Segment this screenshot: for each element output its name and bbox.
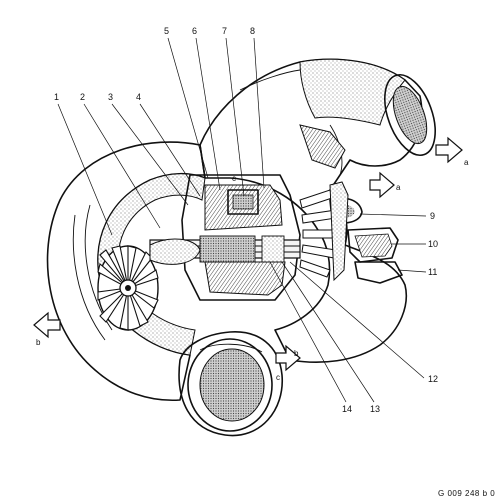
callout-4: 4 <box>136 92 141 102</box>
flow-label-a-top-right: a <box>464 158 469 167</box>
flow-letters: a a b b c c <box>36 158 469 382</box>
inner-label-c-upper: c <box>232 174 236 183</box>
compressor-outlet <box>178 331 283 437</box>
flow-arrow-a-top-right <box>435 136 463 164</box>
flow-label-a-mid: a <box>396 183 401 192</box>
callout-6: 6 <box>192 26 197 36</box>
callout-5: 5 <box>164 26 169 36</box>
flow-label-b-left: b <box>36 338 41 347</box>
callout-13: 13 <box>370 404 380 414</box>
leader-lines <box>57 37 427 403</box>
callout-7: 7 <box>222 26 227 36</box>
exhaust-outlet-flange <box>384 74 436 156</box>
callout-9: 9 <box>430 211 435 221</box>
compressor-wheel <box>97 238 201 331</box>
drawing-reference-code: G 009 248 b 0 <box>438 489 495 498</box>
inner-label-c-lower: c <box>276 373 280 382</box>
flow-arrow-b-lower <box>275 344 301 372</box>
callout-14: 14 <box>342 404 352 414</box>
callout-11: 11 <box>428 267 437 277</box>
turbine-wheel <box>299 181 349 282</box>
callout-8: 8 <box>250 26 255 36</box>
callout-12: 12 <box>428 374 438 384</box>
callout-3: 3 <box>108 92 113 102</box>
callout-10: 10 <box>428 239 438 249</box>
flow-label-b-lower: b <box>294 349 299 358</box>
callout-labels: 1 2 3 4 5 6 7 8 9 10 11 12 13 14 <box>54 26 438 414</box>
flow-arrow-b-left <box>33 311 61 339</box>
callout-1: 1 <box>54 92 59 102</box>
callout-2: 2 <box>80 92 85 102</box>
flow-arrow-a-mid <box>369 171 395 199</box>
